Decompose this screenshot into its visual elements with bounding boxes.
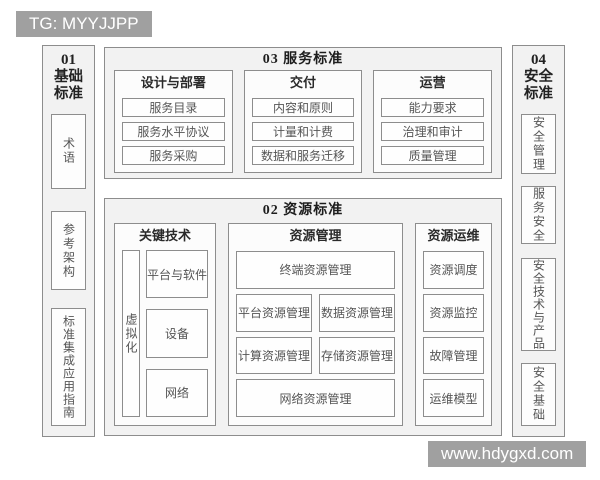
column-item: 安全技术与产品 [521,257,556,351]
group-item: 质量管理 [381,146,485,165]
column-item-label: 安全基础 [531,366,546,423]
column-title: 安全标准 [524,69,553,103]
column-number: 04 [531,52,546,68]
group-item: 治理和审计 [381,122,485,141]
key-tech-items: 平台与软件 设备 网络 [145,250,208,417]
column-item-label: 安全管理 [531,115,546,172]
group-item: 服务目录 [122,98,225,117]
virtualization-box: 虚拟化 [122,250,140,417]
key-tech-section: 关键技术 虚拟化 平台与软件 设备 网络 [114,223,216,426]
column-items: 术语 参考架构 标准集成应用指南 [51,113,86,427]
management-row: 平台资源管理 数据资源管理 [236,293,396,332]
group-title: 运营 [419,75,446,90]
watermark-bottom-right: www.hdygxd.com [428,441,587,467]
operation-item: 运维模型 [423,379,484,417]
operation-item: 故障管理 [423,336,484,375]
group-item: 内容和原则 [251,98,355,117]
column-item-label: 术语 [61,137,76,166]
group-item: 计量和计费 [251,122,355,141]
security-standards-column: 04 安全标准 安全管理 服务安全 安全技术与产品 安全基础 [512,45,565,437]
operation-item: 资源监控 [423,293,484,332]
column-item-label: 服务安全 [531,186,546,243]
group-title: 交付 [290,75,317,90]
key-tech-body: 虚拟化 平台与软件 设备 网络 [122,250,208,417]
column-item: 安全基础 [521,362,556,426]
column-item: 术语 [51,113,86,190]
key-tech-item: 设备 [145,309,208,358]
resource-management-section: 资源管理 终端资源管理 平台资源管理 数据资源管理 计算资源管理 存储资源管理 … [228,223,404,426]
service-group-delivery: 交付 内容和原则 计量和计费 数据和服务迁移 [243,70,363,173]
management-item: 终端资源管理 [236,251,396,289]
service-group-design: 设计与部署 服务目录 服务水平协议 服务采购 [114,70,233,173]
management-row: 计算资源管理 存储资源管理 [236,336,396,375]
management-item: 网络资源管理 [236,379,396,417]
key-tech-item: 网络 [145,368,208,417]
management-item: 存储资源管理 [319,336,396,375]
service-groups: 设计与部署 服务目录 服务水平协议 服务采购 交付 内容和原则 计量和计费 数据… [114,70,493,173]
column-items: 安全管理 服务安全 安全技术与产品 安全基础 [521,113,556,426]
resource-box-title: 02 资源标准 [262,203,344,218]
resource-standards-box: 02 资源标准 关键技术 虚拟化 平台与软件 设备 网络 资源管理 [104,198,502,436]
column-item-label: 安全技术与产品 [531,258,546,350]
resource-sections: 关键技术 虚拟化 平台与软件 设备 网络 资源管理 终端资源管理 [114,223,492,426]
column-number: 01 [61,52,76,68]
management-item: 计算资源管理 [236,336,313,375]
section-title: 资源运维 [427,228,480,243]
column-title: 基础标准 [54,69,83,103]
group-item: 能力要求 [381,98,485,117]
basic-standards-column: 01 基础标准 术语 参考架构 标准集成应用指南 [42,45,95,437]
resource-operation-section: 资源运维 资源调度 资源监控 故障管理 运维模型 [415,223,492,426]
service-group-operation: 运营 能力要求 治理和审计 质量管理 [373,70,493,173]
column-item: 安全管理 [521,113,556,174]
virtualization-label: 虚拟化 [123,312,138,355]
column-item: 参考架构 [51,211,86,291]
section-title: 资源管理 [289,228,342,243]
group-item: 数据和服务迁移 [251,146,355,165]
section-title: 关键技术 [138,228,191,243]
management-row: 终端资源管理 [236,251,396,289]
operation-item: 资源调度 [423,251,484,289]
key-tech-item: 平台与软件 [145,250,208,299]
service-standards-box: 03 服务标准 设计与部署 服务目录 服务水平协议 服务采购 交付 内容和原则 … [104,47,502,179]
management-item: 平台资源管理 [236,293,313,332]
group-item: 服务水平协议 [122,122,225,141]
group-title: 设计与部署 [140,75,206,90]
service-box-title: 03 服务标准 [262,52,344,67]
management-item: 数据资源管理 [319,293,396,332]
management-row: 网络资源管理 [236,379,396,417]
column-item: 服务安全 [521,185,556,244]
watermark-top-left: TG: MYYJJPP [16,11,152,37]
column-item-label: 参考架构 [61,222,76,279]
column-item: 标准集成应用指南 [51,308,86,427]
group-item: 服务采购 [122,146,225,165]
column-item-label: 标准集成应用指南 [61,315,76,420]
